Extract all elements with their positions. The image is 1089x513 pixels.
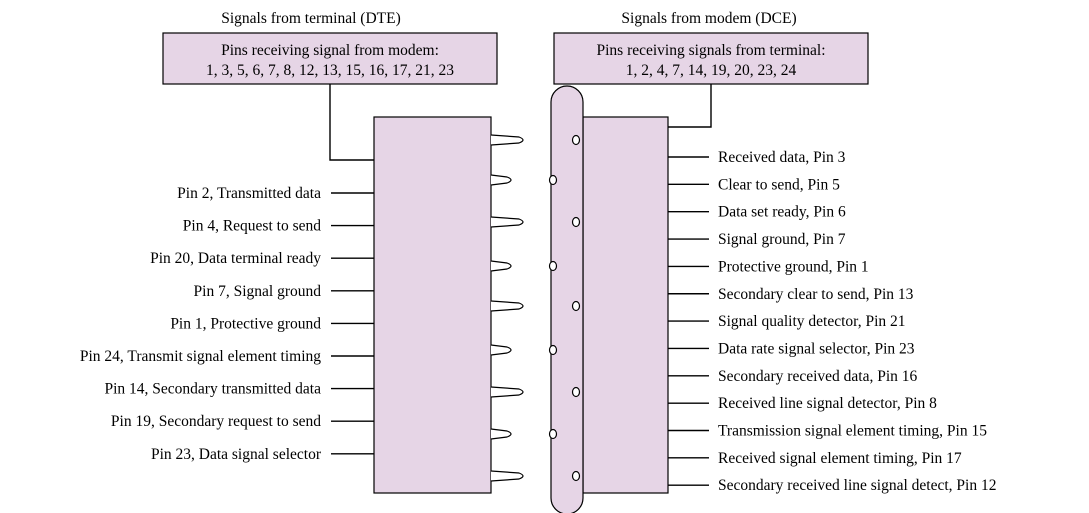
dce-header: Signals from modem (DCE) [621,10,796,27]
dce-signal-label: Clear to send, Pin 5 [718,176,840,193]
dce-signal-label: Signal quality detector, Pin 21 [718,313,906,330]
dce-pin-hole [571,470,581,482]
dte-signal-label: Pin 23, Data signal selector [151,446,322,463]
dte-signal-label: Pin 1, Protective ground [170,315,321,332]
dte-connector-pin [490,174,512,186]
dte-info-line1: Pins receiving signal from modem: [221,42,439,59]
dte-signal-label: Pin 19, Secondary request to send [111,413,321,430]
dce-box-connector-line [668,84,712,128]
dce-connector-shell [550,85,584,513]
dte-connector-pin [490,428,512,440]
dte-connector-pin [490,216,524,228]
dce-info-line2: 1, 2, 4, 7, 14, 19, 20, 23, 24 [626,62,797,79]
dte-info-line2: 1, 3, 5, 6, 7, 8, 12, 13, 15, 16, 17, 21… [206,62,454,79]
dce-signal-list: Received data, Pin 3 Clear to send, Pin 5… [668,149,996,494]
dte-connector-pin [490,344,512,356]
dce-connector-body [582,116,669,494]
dte-signal-label: Pin 4, Request to send [183,218,321,235]
dce-pin-hole [571,300,581,312]
dce-pin-hole-group [548,134,581,482]
dce-signal-label: Secondary clear to send, Pin 13 [718,286,914,303]
dte-connector-pin [490,134,524,146]
dce-signal-label: Secondary received line signal detect, P… [718,477,996,494]
dce-pin-hole [548,428,558,440]
dte-connector-pin [490,260,512,272]
dce-info-line1: Pins receiving signals from terminal: [596,42,825,59]
dce-signal-label: Protective ground, Pin 1 [718,258,869,275]
dce-pin-hole [571,134,581,146]
dce-signal-label: Received line signal detector, Pin 8 [718,395,937,412]
dce-signal-label: Received data, Pin 3 [718,149,846,166]
dte-pin-group [490,134,524,482]
dce-signal-label: Signal ground, Pin 7 [718,231,846,248]
dte-connector-pin [490,300,524,312]
dce-signal-label: Secondary received data, Pin 16 [718,368,918,385]
dte-info-box [162,32,498,85]
dce-signal-label: Data set ready, Pin 6 [718,204,846,221]
dte-connector-body [373,116,492,494]
dte-connector-pin [490,386,524,398]
dte-signal-label: Pin 14, Secondary transmitted data [104,381,321,398]
dte-connector-pin [490,470,524,482]
dce-pin-hole [548,260,558,272]
dte-box-connector-line [329,84,374,161]
dce-info-box [553,32,869,85]
dce-signal-label: Received signal element timing, Pin 17 [718,450,962,467]
dte-signal-label: Pin 7, Signal ground [194,283,322,300]
dce-pin-hole [571,386,581,398]
dce-pin-hole [548,344,558,356]
dte-header: Signals from terminal (DTE) [221,10,401,27]
dte-signal-label: Pin 24, Transmit signal element timing [80,348,321,365]
dce-signal-label: Data rate signal selector, Pin 23 [718,340,915,357]
dte-signal-label: Pin 2, Transmitted data [177,185,321,202]
dce-signal-label: Transmission signal element timing, Pin … [718,423,987,440]
dte-signal-label: Pin 20, Data terminal ready [150,250,321,267]
dce-pin-hole [548,174,558,186]
dce-pin-hole [571,216,581,228]
